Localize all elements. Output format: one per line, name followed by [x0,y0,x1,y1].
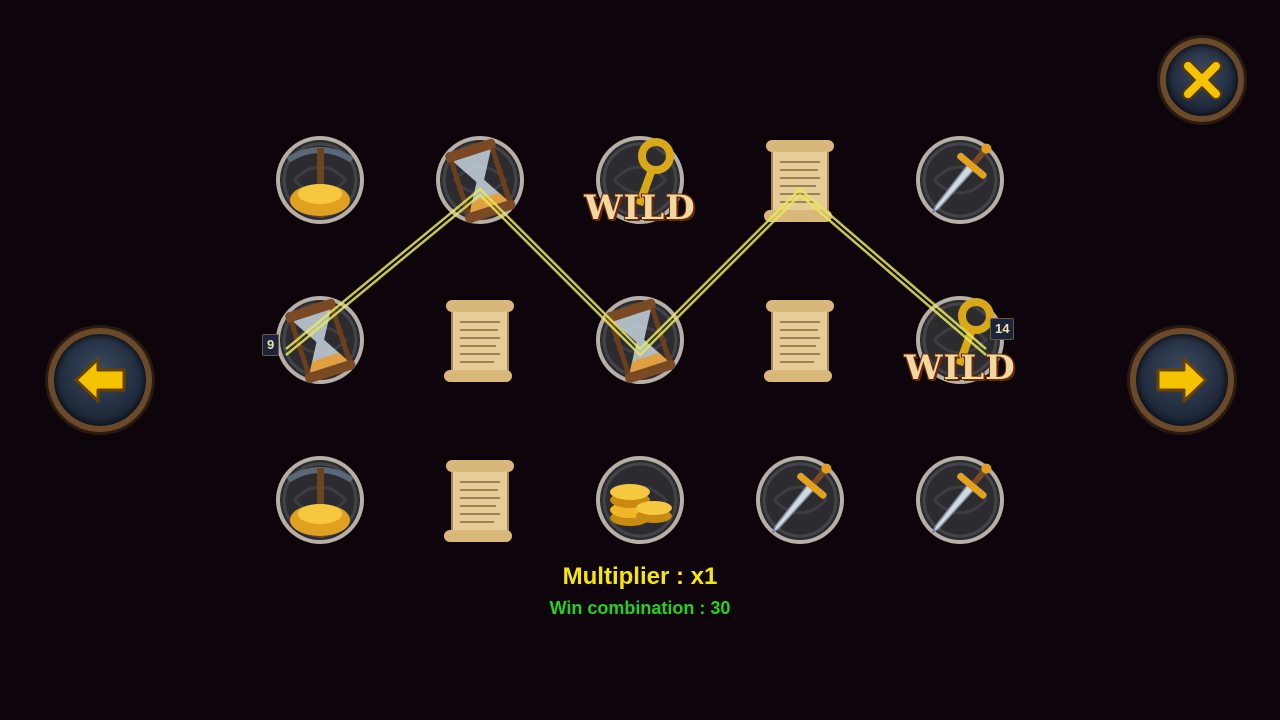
hourglass-icon [436,136,524,224]
reel-symbol-sword [914,454,1006,546]
reel-symbol-hourglass [274,294,366,386]
reel-symbol-scroll [434,454,526,546]
wild-label: WILD [904,348,1016,388]
gold-coins-icon [596,456,684,544]
reel-symbol-scroll [434,294,526,386]
reel-symbol-pickaxe-gold [274,454,366,546]
next-button[interactable] [1130,328,1234,432]
multiplier-text: Multiplier : x1 [562,563,718,590]
scroll-icon [444,300,514,382]
sword-icon [916,136,1004,224]
win-combination-text: Win combination : 30 [549,598,731,618]
reel-symbol-scroll [754,294,846,386]
reel-symbol-wild-key: WILD [904,294,1015,388]
reel-symbol-sword [914,134,1006,226]
payline-end-label: 14 [990,318,1015,340]
arrow-right-icon [1156,357,1208,403]
reel-symbol-wild-key: WILD [584,134,695,228]
wild-label: WILD [584,188,696,228]
sword-icon [916,456,1004,544]
reel-symbol-gold-coins [594,454,686,546]
hourglass-icon [596,296,684,384]
reel-symbol-sword [754,454,846,546]
reel-symbol-hourglass [434,134,526,226]
hourglass-icon [276,296,364,384]
reel-symbol-pickaxe-gold [274,134,366,226]
scroll-icon [444,460,514,542]
sword-icon [756,456,844,544]
arrow-left-icon [74,357,126,403]
payline-start-label: 9 [262,334,280,356]
reel-symbol-hourglass [594,294,686,386]
scroll-icon [764,140,834,222]
pickaxe-gold-icon [276,136,364,224]
close-button[interactable] [1160,38,1244,122]
previous-button[interactable] [48,328,152,432]
pickaxe-gold-icon [276,456,364,544]
close-icon [1182,60,1222,100]
reel-symbol-scroll [754,134,846,226]
scroll-icon [764,300,834,382]
